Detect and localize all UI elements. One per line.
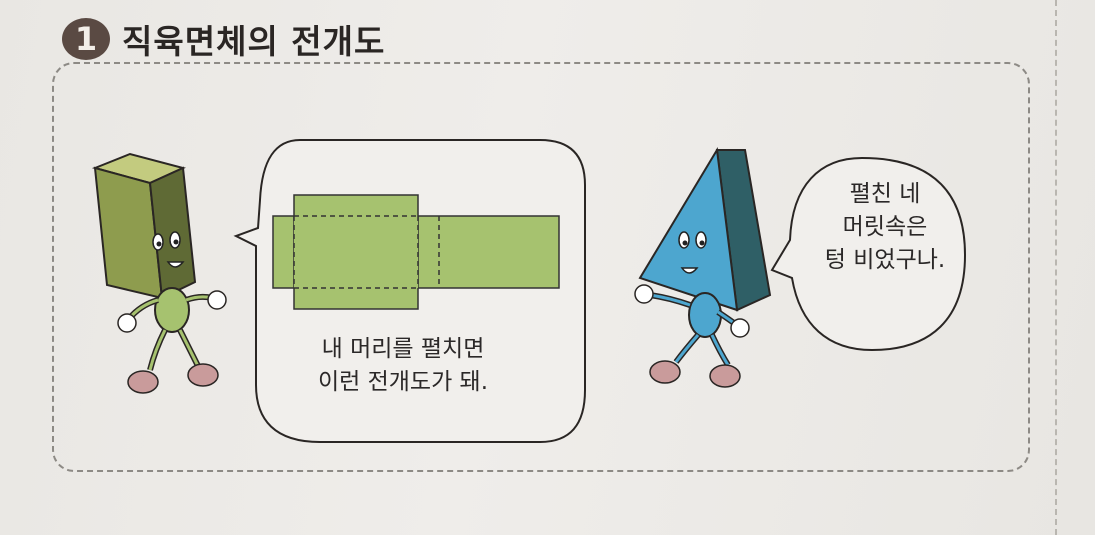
illustration-panel bbox=[52, 62, 1030, 472]
right-speech-line-1: 펼친 네 bbox=[849, 181, 921, 207]
section-title: 직육면체의 전개도 bbox=[122, 22, 386, 61]
right-speech-text: 펼친 네 머릿속은 텅 비었구나. bbox=[800, 178, 970, 277]
left-speech-line-1: 내 머리를 펼치면 bbox=[321, 336, 485, 362]
cuboid-net bbox=[272, 194, 560, 310]
triangular-prism-character bbox=[634, 147, 772, 388]
left-speech-text: 내 머리를 펼치면 이런 전개도가 돼. bbox=[283, 333, 523, 399]
right-speech-line-2: 머릿속은 bbox=[842, 214, 928, 240]
left-speech-line-2: 이런 전개도가 돼. bbox=[317, 369, 489, 395]
section-number-badge: 1 bbox=[62, 18, 110, 60]
section-header: 1 직육면체의 전개도 bbox=[62, 14, 385, 64]
margin-dashed-line bbox=[1055, 0, 1057, 535]
right-speech-line-3: 텅 비었구나. bbox=[824, 247, 946, 273]
cuboid-character bbox=[91, 152, 227, 394]
right-speech-bubble bbox=[770, 156, 967, 352]
